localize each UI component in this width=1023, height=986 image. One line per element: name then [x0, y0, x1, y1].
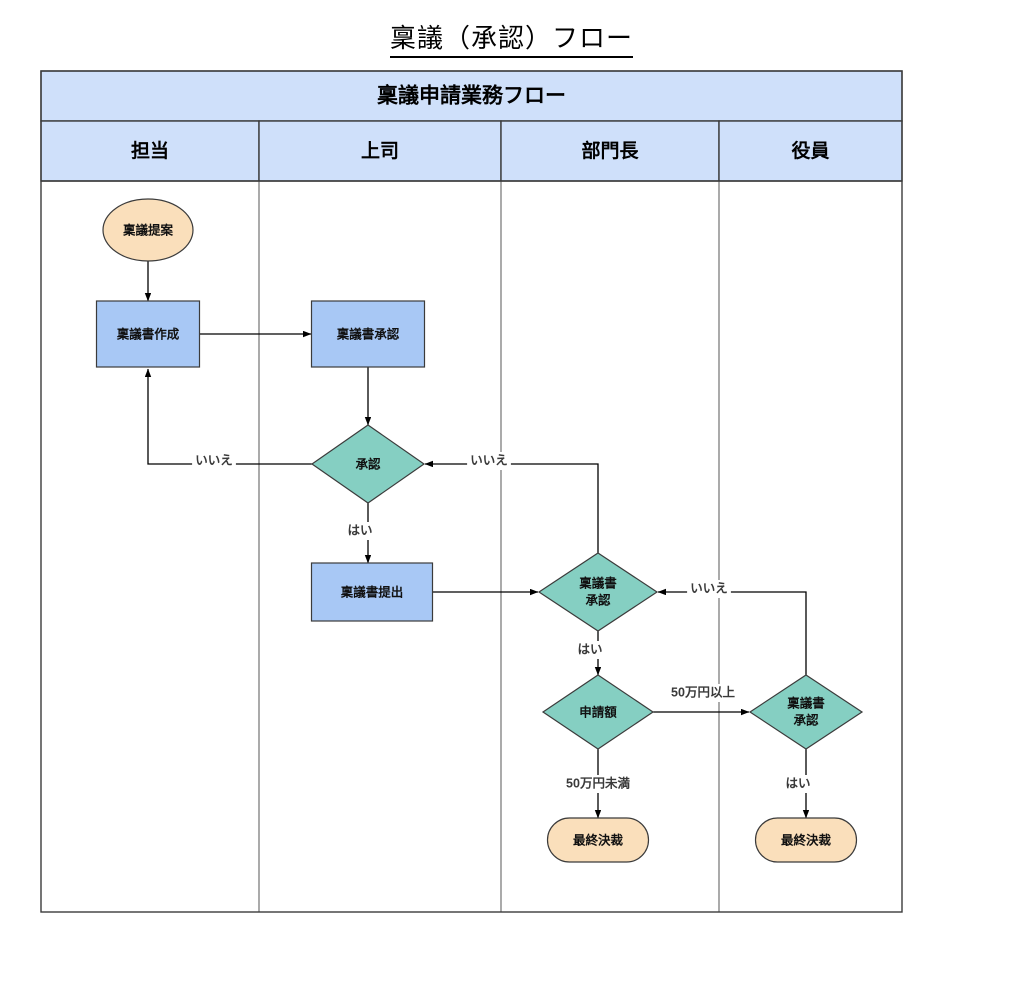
- edge-label-backdrop: [687, 580, 731, 598]
- edge-label-e12: はい: [785, 776, 810, 790]
- node-label-n6: 稟議書承認: [579, 576, 617, 608]
- node-label-n4: 承認: [355, 456, 381, 471]
- node-label-n8: 稟議書承認: [787, 696, 825, 728]
- node-n8-decision[interactable]: 稟議書承認: [748, 674, 864, 750]
- page-title-text: 稟議（承認）フロー: [389, 24, 633, 58]
- edge-label-backdrop: [192, 452, 236, 470]
- lane-background-layer: [40, 70, 903, 912]
- node-n6-decision[interactable]: 稟議書承認: [537, 552, 659, 632]
- node-label-n9: 最終決裁: [573, 832, 624, 847]
- node-shape-n8[interactable]: [748, 674, 864, 750]
- edge-label-backdrop: [662, 684, 744, 702]
- edge-label-e10: いいえ: [690, 581, 728, 595]
- node-n3-process[interactable]: 稟議書承認: [310, 300, 426, 368]
- node-label-n3: 稟議書承認: [337, 326, 400, 341]
- edge-n4-to-n2: [144, 368, 312, 465]
- edge-label-e9: 50万円以上: [671, 684, 735, 699]
- edge-label-e5: はい: [347, 523, 372, 537]
- edge-label-backdrop: [782, 775, 814, 793]
- lane-header-label-tanto: 担当: [131, 139, 169, 162]
- node-n1-ellipse[interactable]: 稟議提案: [102, 198, 194, 262]
- node-n10-terminator[interactable]: 最終決裁: [754, 817, 858, 863]
- node-n4-decision[interactable]: 承認: [310, 424, 426, 504]
- node-label-n7: 申請額: [579, 704, 617, 719]
- node-label-n2: 稟議書作成: [117, 326, 180, 341]
- lane-header-label-yakuin: 役員: [791, 139, 829, 162]
- edge-layer: いいえはいいいえはい50万円以上いいえ50万円未満はい: [144, 261, 814, 819]
- edge-label-backdrop: [467, 452, 511, 470]
- lane-header-tanto: [40, 120, 260, 182]
- node-shape-n2[interactable]: [95, 300, 201, 368]
- node-n2-process[interactable]: 稟議書作成: [95, 300, 201, 368]
- edge-label-e8: はい: [577, 642, 602, 656]
- flowchart-title-band: [40, 70, 903, 122]
- edge-label-e4: いいえ: [195, 453, 233, 467]
- edge-label-e11: 50万円未満: [566, 775, 630, 790]
- edge-n8-to-n6: [657, 588, 807, 675]
- edge-label-backdrop: [344, 522, 376, 540]
- flowchart-frame: [40, 70, 903, 913]
- flowchart-title-text: 稟議申請業務フロー: [377, 84, 566, 108]
- lane-header-yakuin: [718, 120, 903, 182]
- node-shape-n9[interactable]: [546, 817, 650, 863]
- node-n7-decision[interactable]: 申請額: [541, 674, 655, 750]
- node-label-n1: 稟議提案: [123, 222, 174, 237]
- lane-header-label-joshi: 上司: [361, 140, 399, 162]
- edge-label-e7: いいえ: [470, 453, 508, 467]
- lane-header-joshi: [258, 120, 502, 182]
- node-shape-n6[interactable]: [537, 552, 659, 632]
- page-title: 稟議（承認）フロー: [0, 18, 1023, 58]
- node-n5-process[interactable]: 稟議書提出: [310, 562, 434, 622]
- frame-layer: [40, 70, 903, 913]
- lane-header-bumoncho: [500, 120, 720, 182]
- node-label-n10: 最終決裁: [781, 832, 832, 847]
- lane-header-label-bumoncho: 部門長: [581, 139, 639, 162]
- node-shape-n7[interactable]: [541, 674, 655, 750]
- node-label-n5: 稟議書提出: [341, 584, 404, 599]
- node-shape-n10[interactable]: [754, 817, 858, 863]
- node-n9-terminator[interactable]: 最終決裁: [546, 817, 650, 863]
- edge-label-backdrop: [574, 641, 606, 659]
- node-shape-n4[interactable]: [310, 424, 426, 504]
- node-shape-n1[interactable]: [102, 198, 194, 262]
- node-layer: 稟議提案稟議書作成稟議書承認承認稟議書提出稟議書承認申請額稟議書承認最終決裁最終…: [95, 198, 864, 863]
- node-shape-n3[interactable]: [310, 300, 426, 368]
- edge-label-backdrop: [557, 775, 639, 793]
- edge-n6-to-n4: [424, 460, 599, 553]
- node-shape-n5[interactable]: [310, 562, 434, 622]
